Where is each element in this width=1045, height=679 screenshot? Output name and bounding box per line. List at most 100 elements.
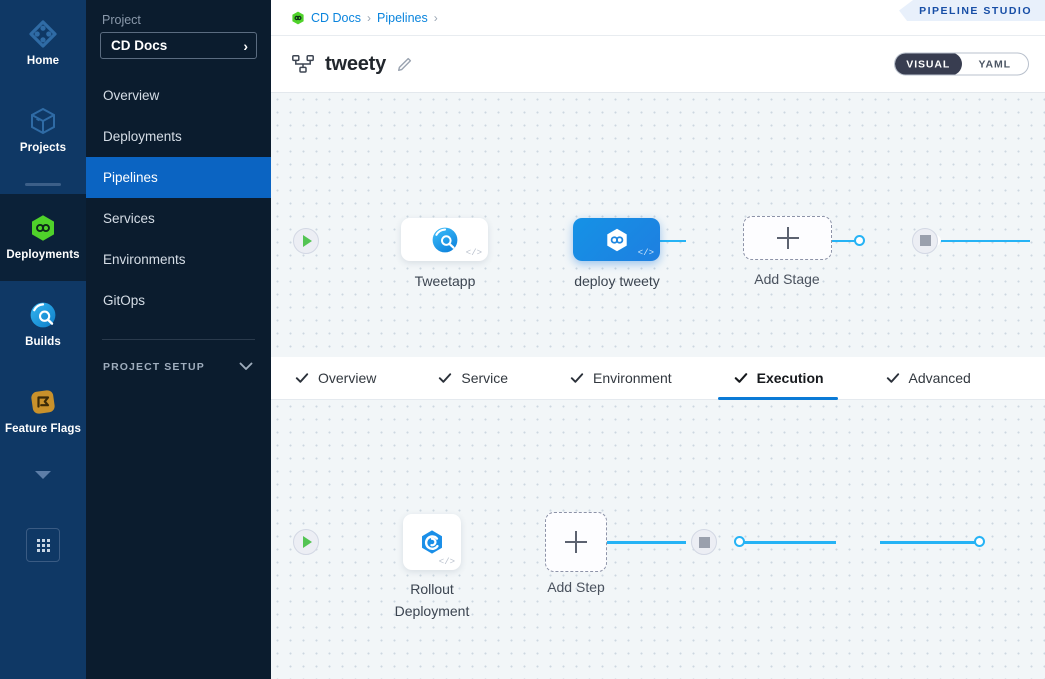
rail-item-label: Home: [27, 56, 59, 68]
stop-square-icon: [920, 235, 931, 246]
pipeline-end-node[interactable]: [912, 228, 938, 254]
tab-label: Overview: [318, 370, 376, 386]
rail-bottom-section: [0, 528, 86, 566]
start-play-icon: [303, 235, 312, 247]
sidebar-item-overview[interactable]: Overview: [86, 75, 271, 116]
tab-advanced[interactable]: Advanced: [884, 357, 993, 400]
stage-label-tweetapp: Tweetapp: [381, 270, 509, 292]
tab-label: Service: [461, 370, 508, 386]
step-node-rollout-deployment[interactable]: </>: [403, 514, 461, 570]
pipeline-studio-badge: PIPELINE STUDIO: [899, 0, 1045, 21]
app-grid-icon[interactable]: [26, 528, 60, 562]
stage-config-tabs: Overview Service Environment Execution: [271, 357, 1045, 400]
sidebar-item-deployments[interactable]: Deployments: [86, 116, 271, 157]
breadcrumb-separator: ›: [367, 11, 371, 25]
stage-node-deploy-tweety[interactable]: </>: [573, 218, 660, 261]
connector: [601, 541, 686, 544]
step-code-tag: </>: [439, 557, 455, 567]
stage-canvas[interactable]: </> Tweetapp </> dep: [271, 93, 1045, 357]
feature-flags-icon: [28, 387, 58, 417]
connector: [739, 541, 836, 544]
grid-dots: [37, 539, 50, 552]
visual-yaml-toggle[interactable]: VISUAL YAML: [894, 53, 1029, 76]
connector: [880, 541, 978, 544]
stage-node-tweetapp[interactable]: </>: [401, 218, 488, 261]
add-stage-label: Add Stage: [723, 268, 851, 290]
add-stage-button[interactable]: [743, 216, 832, 260]
stage-input-port[interactable]: [854, 235, 865, 246]
cube-icon: [28, 106, 58, 136]
primary-nav-rail: Home Projects: [0, 0, 86, 679]
stage-code-tag: </>: [466, 248, 482, 258]
pencil-icon[interactable]: [397, 57, 412, 72]
add-step-button[interactable]: [545, 512, 607, 572]
builds-circle-icon: [430, 225, 460, 255]
execution-step-canvas[interactable]: </> Rollout Deployment Add Step: [271, 400, 1045, 679]
check-icon: [438, 371, 452, 385]
step-start-node[interactable]: [293, 529, 319, 555]
page-title: tweety: [325, 53, 386, 76]
stop-square-icon: [699, 537, 710, 548]
sidebar-item-gitops[interactable]: GitOps: [86, 280, 271, 321]
start-play-icon: [303, 536, 312, 548]
rail-item-builds[interactable]: Builds: [0, 281, 86, 368]
deployments-hexagon-icon: [28, 213, 58, 243]
tab-label: Advanced: [909, 370, 971, 386]
breadcrumb-link-cd-docs[interactable]: CD Docs: [311, 11, 361, 25]
project-hexagon-icon: [291, 11, 305, 25]
sidebar-item-services[interactable]: Services: [86, 198, 271, 239]
rail-divider: [25, 183, 61, 186]
pipeline-titlebar: tweety VISUAL YAML: [271, 36, 1045, 93]
breadcrumb-separator: ›: [434, 11, 438, 25]
tab-environment[interactable]: Environment: [568, 357, 694, 400]
rail-expand-chevron-down-icon[interactable]: [0, 455, 86, 495]
breadcrumb-link-pipelines[interactable]: Pipelines: [377, 11, 428, 25]
rail-item-deployments[interactable]: Deployments: [0, 194, 86, 281]
pipeline-start-node[interactable]: [293, 228, 319, 254]
check-icon: [886, 371, 900, 385]
project-setup-toggle[interactable]: PROJECT SETUP: [86, 340, 271, 376]
rail-item-projects[interactable]: Projects: [0, 87, 86, 174]
deployments-hexagon-icon: [603, 226, 631, 254]
connector: [935, 240, 1030, 243]
k8s-rollout-icon: [418, 528, 446, 556]
sidebar-item-label: Pipelines: [103, 170, 158, 185]
step-label-rollout-deployment: Rollout Deployment: [383, 578, 481, 622]
rail-item-home[interactable]: Home: [0, 0, 86, 87]
step-output-port[interactable]: [734, 536, 745, 547]
toggle-option-visual[interactable]: VISUAL: [895, 53, 962, 76]
project-selector[interactable]: CD Docs ›: [100, 32, 257, 59]
rail-item-label: Builds: [25, 337, 61, 349]
step-end-node[interactable]: [691, 529, 717, 555]
project-name: CD Docs: [111, 38, 167, 53]
stage-label-deploy-tweety: deploy tweety: [547, 270, 687, 292]
toggle-option-yaml[interactable]: YAML: [962, 54, 1029, 75]
sidebar-item-label: Services: [103, 211, 155, 226]
plus-icon: [565, 531, 587, 553]
sidebar-item-label: Overview: [103, 88, 159, 103]
sidebar-item-label: Deployments: [103, 129, 182, 144]
rail-item-label: Feature Flags: [5, 424, 81, 436]
sidebar-item-pipelines[interactable]: Pipelines: [86, 157, 271, 198]
add-step-label: Add Step: [515, 576, 637, 598]
tab-label: Execution: [757, 370, 824, 386]
sidebar-item-environments[interactable]: Environments: [86, 239, 271, 280]
rail-bottom-fill: [0, 569, 86, 679]
sidebar-caption: Project: [86, 13, 271, 32]
sidebar-item-label: GitOps: [103, 293, 145, 308]
project-sidebar: Project CD Docs › Overview Deployments P…: [86, 0, 271, 679]
chevron-right-icon: ›: [243, 39, 248, 53]
check-icon: [295, 371, 309, 385]
rail-item-label: Deployments: [6, 250, 79, 262]
tab-execution[interactable]: Execution: [732, 357, 846, 400]
rail-item-feature-flags[interactable]: Feature Flags: [0, 368, 86, 455]
builds-circle-icon: [28, 300, 58, 330]
home-diamond-icon: [28, 19, 58, 49]
sidebar-item-label: Environments: [103, 252, 186, 267]
tab-overview[interactable]: Overview: [293, 357, 398, 400]
step-end-port[interactable]: [974, 536, 985, 547]
check-icon: [570, 371, 584, 385]
tab-service[interactable]: Service: [436, 357, 530, 400]
stage-code-tag: </>: [638, 248, 654, 258]
